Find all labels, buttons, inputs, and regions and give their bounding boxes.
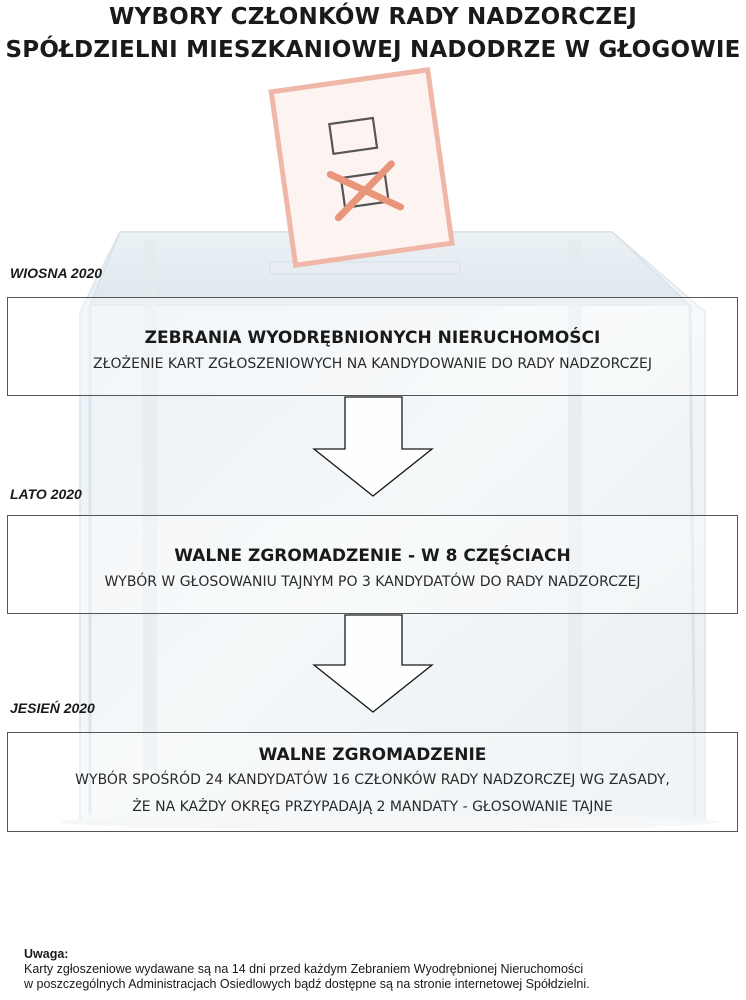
note-section: Uwaga: Karty zgłoszeniowe wydawane są na… [24,947,734,992]
step-1-heading: ZEBRANIA WYODRĘBNIONYCH NIERUCHOMOŚCI [144,328,601,348]
step-3-line-2: ŻE NA KAŻDY OKRĘG PRZYPADAJĄ 2 MANDATY -… [132,799,613,815]
ballot-paper-icon [268,67,455,268]
step-box-1: ZEBRANIA WYODRĘBNIONYCH NIERUCHOMOŚCI ZŁ… [7,297,738,396]
season-label-summer: LATO 2020 [10,486,82,502]
season-label-autumn: JESIEŃ 2020 [10,700,95,716]
step-2-heading: WALNE ZGROMADZENIE - W 8 CZĘŚCIACH [174,546,571,566]
step-2-line-1: WYBÓR W GŁOSOWANIU TAJNYM PO 3 KANDYDATÓ… [104,574,641,590]
step-box-3: WALNE ZGROMADZENIE WYBÓR SPOŚRÓD 24 KAND… [7,732,738,832]
step-box-2: WALNE ZGROMADZENIE - W 8 CZĘŚCIACH WYBÓR… [7,515,738,614]
step-3-heading: WALNE ZGROMADZENIE [258,745,487,765]
page-title-line-1: WYBORY CZŁONKÓW RADY NADZORCZEJ [109,4,637,30]
season-label-spring: WIOSNA 2020 [10,265,103,281]
note-label: Uwaga: [24,947,69,961]
step-1-line-1: ZŁOŻENIE KART ZGŁOSZENIOWYCH NA KANDYDOW… [93,356,652,372]
page-title-line-2: SPÓŁDZIELNI MIESZKANIOWEJ NADODRZE W GŁO… [5,37,741,63]
step-3-line-1: WYBÓR SPOŚRÓD 24 KANDYDATÓW 16 CZŁONKÓW … [75,772,670,788]
note-line-2: w poszczególnych Administracjach Osiedlo… [24,977,590,991]
note-line-1: Karty zgłoszeniowe wydawane są na 14 dni… [24,962,584,976]
ballot-box-icon [60,231,720,830]
